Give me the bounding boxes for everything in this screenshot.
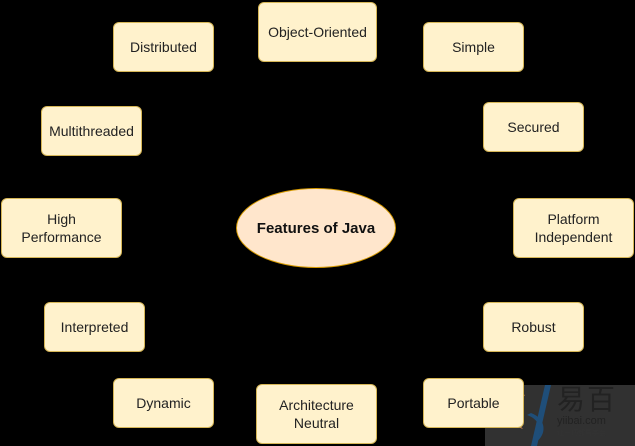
feature-architecture-neutral: Architecture Neutral: [256, 384, 377, 444]
feature-interpreted: Interpreted: [44, 302, 145, 352]
feature-secured: Secured: [483, 102, 584, 152]
center-label: Features of Java: [256, 219, 376, 237]
watermark-slogan: 让一切都易学会: [557, 429, 606, 437]
feature-distributed: Distributed: [113, 22, 214, 72]
watermark-logo: 易百 yiibai.com 让一切都易学会: [485, 385, 635, 446]
watermark-text: 易百 yiibai.com 让一切都易学会: [557, 385, 617, 438]
feature-simple: Simple: [423, 22, 524, 72]
watermark-site: yiibai.com: [557, 415, 606, 427]
feature-platform-independent: Platform Independent: [513, 198, 634, 258]
feature-multithreaded: Multithreaded: [41, 106, 142, 156]
feature-dynamic: Dynamic: [113, 378, 214, 428]
feature-high-performance: High Performance: [1, 198, 122, 258]
watermark-name: 易百: [557, 383, 618, 416]
center-node: Features of Java: [236, 188, 396, 268]
feature-robust: Robust: [483, 302, 584, 352]
feature-object-oriented: Object-Oriented: [258, 2, 377, 62]
feature-portable: Portable: [423, 378, 524, 428]
